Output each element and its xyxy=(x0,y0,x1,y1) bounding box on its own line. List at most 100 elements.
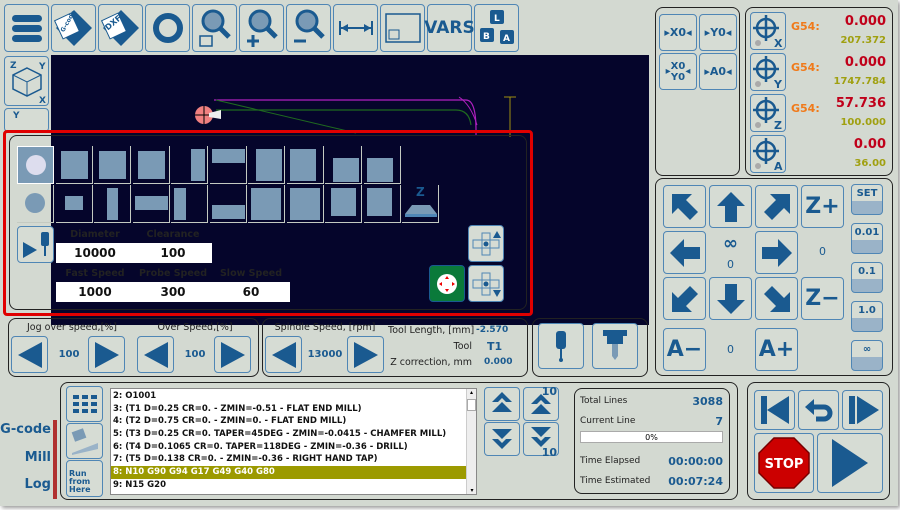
probe-mode-button[interactable] xyxy=(248,185,285,223)
dro-y-value[interactable]: 0.000 xyxy=(844,55,886,70)
probe-mode-button[interactable] xyxy=(363,185,401,223)
probe-mode-button[interactable] xyxy=(248,146,285,184)
jog-x-minus-button[interactable] xyxy=(663,231,706,274)
probe-mode-button[interactable] xyxy=(209,185,247,223)
slow-speed-input[interactable]: 60 xyxy=(212,282,290,302)
vars-button[interactable]: VARS xyxy=(424,4,475,52)
probe-z-surface-button[interactable]: Z xyxy=(402,185,439,223)
jog-y-minus-button[interactable] xyxy=(709,277,752,320)
axis-a-button[interactable]: A xyxy=(750,135,786,173)
view-window-button[interactable] xyxy=(380,4,425,52)
tab-mill[interactable]: Mill xyxy=(24,450,51,465)
dro-z-value[interactable]: 57.736 xyxy=(835,96,886,111)
menu-button[interactable] xyxy=(4,4,49,52)
probe-mode-button[interactable] xyxy=(363,146,401,184)
gcode-listing[interactable]: 2: O1001 3: (T1 D=0.25 CR=0. - ZMIN=-0.51… xyxy=(110,388,477,495)
probe-mode-button[interactable] xyxy=(17,185,54,223)
fast-speed-input[interactable]: 1000 xyxy=(56,282,134,302)
gcode-line[interactable]: 8: N10 G90 G94 G17 G49 G40 G80 xyxy=(111,466,476,479)
top-view-button[interactable]: Y xyxy=(4,108,49,132)
jog-z-minus-button[interactable]: Z− xyxy=(801,277,844,320)
probe-mode-button[interactable] xyxy=(325,146,362,184)
probe-move-down-button[interactable] xyxy=(468,265,504,302)
jog-step-button[interactable]: ∞ xyxy=(851,340,883,371)
feed-override-decrease[interactable] xyxy=(137,336,174,373)
jog-down-right-button[interactable] xyxy=(755,277,798,320)
axis-z-button[interactable]: Z xyxy=(750,94,786,132)
probe-mode-button[interactable] xyxy=(171,146,208,184)
run-from-here-button[interactable]: Run from Here xyxy=(66,460,103,497)
tool-setter-button[interactable] xyxy=(592,323,638,369)
jog-y-plus-button[interactable] xyxy=(709,185,752,228)
gcode-scrollbar[interactable]: ▴▾ xyxy=(466,389,476,494)
probe-mode-button[interactable] xyxy=(55,185,93,223)
zero-a-button[interactable]: ▸A0◂ xyxy=(699,53,737,90)
tab-log[interactable]: Log xyxy=(24,477,51,492)
jog-a-plus-button[interactable]: A+ xyxy=(755,328,798,371)
gcode-line[interactable]: 2: O1001 xyxy=(113,391,157,401)
probe-move-up-button[interactable] xyxy=(468,225,504,262)
gcode-line[interactable]: 4: (T2 D=0.75 CR=0. - ZMIN=0. - FLAT END… xyxy=(113,416,347,427)
refresh-button[interactable] xyxy=(145,4,190,52)
dro-x-value[interactable]: 0.000 xyxy=(844,14,886,29)
probe-mode-button[interactable] xyxy=(132,185,170,223)
jog-down-left-button[interactable] xyxy=(663,277,706,320)
probe-mode-button[interactable] xyxy=(94,185,131,223)
probe-mode-button[interactable] xyxy=(286,146,324,184)
probe-mode-button[interactable] xyxy=(132,146,170,184)
dimension-button[interactable] xyxy=(333,4,378,52)
probe-screen-button[interactable] xyxy=(538,323,584,369)
teach-button[interactable] xyxy=(66,423,103,459)
probe-mode-button[interactable] xyxy=(94,146,131,184)
zero-x-button[interactable]: ▸X0◂ xyxy=(659,14,697,51)
gcode-line[interactable]: 9: N15 G20 xyxy=(113,479,166,490)
jog-up-right-button[interactable] xyxy=(755,185,798,228)
clearance-input[interactable]: 100 xyxy=(134,243,212,263)
probe-speed-input[interactable]: 300 xyxy=(134,282,212,302)
zoom-out-button[interactable] xyxy=(286,4,331,52)
jog-up-left-button[interactable] xyxy=(663,185,706,228)
jog-override-increase[interactable] xyxy=(88,336,125,373)
gcode-line[interactable]: 5: (T3 D=0.25 CR=0. TAPER=45DEG - ZMIN=-… xyxy=(113,429,447,440)
line-down-button[interactable] xyxy=(484,422,520,456)
line-up-button[interactable] xyxy=(484,387,520,421)
jog-x-plus-button[interactable] xyxy=(755,231,798,274)
probe-mode-button[interactable] xyxy=(209,146,247,184)
probe-mode-button[interactable] xyxy=(17,146,54,184)
axis-x-button[interactable]: X xyxy=(750,12,786,50)
page-up-button[interactable]: 10 xyxy=(523,385,559,421)
gcode-grid-button[interactable] xyxy=(66,386,103,422)
gcode-line[interactable]: 3: (T1 D=0.25 CR=0. - ZMIN=-0.51 - FLAT … xyxy=(113,403,362,414)
axis-y-button[interactable]: Y xyxy=(750,53,786,91)
dro-a-value[interactable]: 0.00 xyxy=(853,137,886,152)
cycle-start-button[interactable] xyxy=(817,433,883,493)
jog-step-button[interactable]: 1.0 xyxy=(851,301,883,332)
start-probe-button[interactable] xyxy=(17,226,54,263)
probe-mode-button[interactable] xyxy=(55,146,93,184)
jog-step-button[interactable]: 0.01 xyxy=(851,223,883,254)
probe-mode-button[interactable] xyxy=(325,185,362,223)
page-down-button[interactable]: 10 xyxy=(523,422,559,459)
diameter-input[interactable]: 10000 xyxy=(56,243,134,263)
zero-y-button[interactable]: ▸Y0◂ xyxy=(699,14,737,51)
tab-gcode[interactable]: G-code xyxy=(0,422,51,437)
probe-mode-button[interactable] xyxy=(171,185,208,223)
jog-override-decrease[interactable] xyxy=(11,336,48,373)
spindle-increase[interactable] xyxy=(347,336,384,373)
load-dxf-button[interactable]: DXF xyxy=(98,4,143,52)
spindle-decrease[interactable] xyxy=(265,336,302,373)
stop-button[interactable]: STOP xyxy=(754,433,814,493)
gcode-line[interactable]: 6: (T4 D=0.1065 CR=0. TAPER=118DEG - ZMI… xyxy=(113,441,408,452)
zoom-in-button[interactable] xyxy=(239,4,284,52)
gcode-line[interactable]: 7: (T5 D=0.138 CR=0. - ZMIN=-0.36 - RIGH… xyxy=(113,454,378,465)
zoom-window-button[interactable] xyxy=(192,4,237,52)
probe-center-active-button[interactable] xyxy=(429,265,465,302)
jog-z-plus-button[interactable]: Z+ xyxy=(801,185,844,228)
single-step-button[interactable] xyxy=(842,390,883,430)
jog-a-minus-button[interactable]: A− xyxy=(663,328,706,371)
load-gcode-button[interactable]: G-code xyxy=(51,4,96,52)
jog-step-button[interactable]: 0.1 xyxy=(851,262,883,293)
